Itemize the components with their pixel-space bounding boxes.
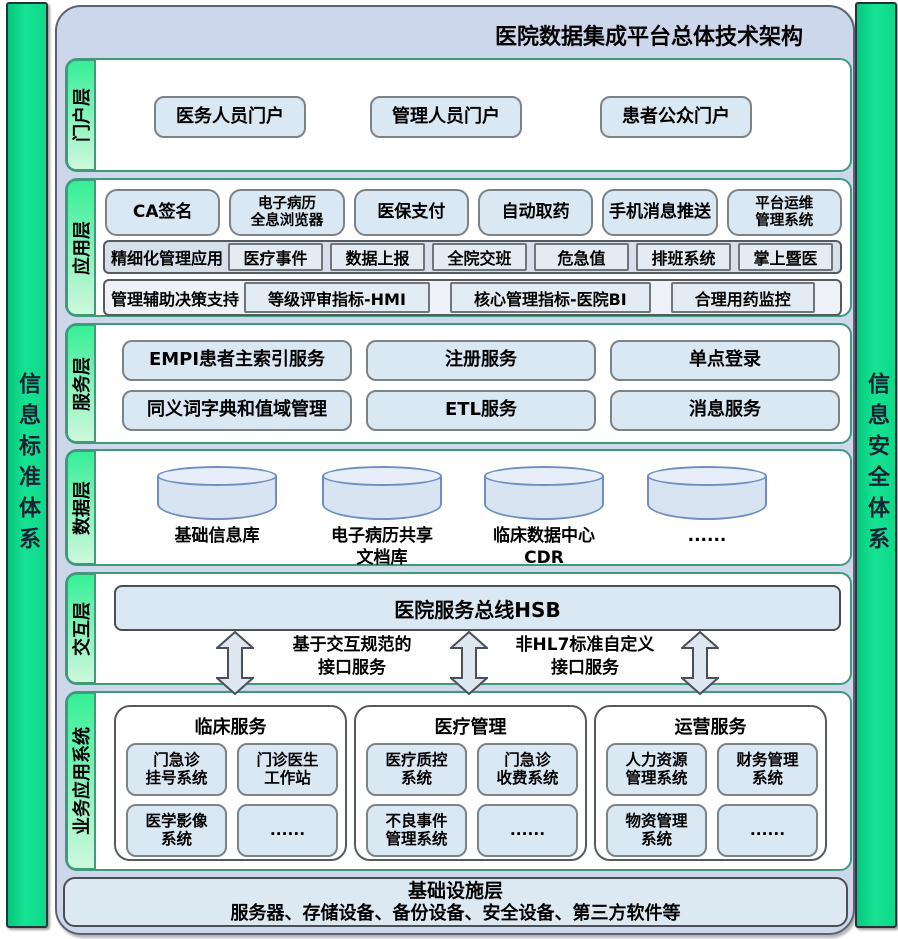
node-outpatient-emergency-billing-system: 门急诊 收费系统 <box>477 743 578 796</box>
node-medical-quality-control-system: 医疗质控 系统 <box>366 743 467 796</box>
pillar-left-label: 信息标准体系 <box>15 372 40 558</box>
node-critical-values: 危急值 <box>534 243 630 271</box>
store-emr-shared-document-db: 电子病历共享 文档库 <box>331 526 433 569</box>
node-hospital-service-bus-hsb: 医院服务总线HSB <box>114 585 841 631</box>
service-grid: EMPI患者主索引服务 注册服务 单点登录 同义词字典和值域管理 ETL服务 消… <box>122 340 840 431</box>
layer-portal: 门户层 医务人员门户 管理人员门户 患者公众门户 <box>65 58 852 172</box>
layer-service-label: 服务层 <box>72 356 93 411</box>
database-cylinder-icon <box>157 466 277 520</box>
decision-support-label: 管理辅助决策支持 <box>111 289 240 309</box>
layer-business-application-systems: 业务应用系统 临床服务 门急诊 挂号系统 门诊医生 工作站 医学影像 系统 ..… <box>65 691 852 871</box>
node-medical-insurance-payment: 医保支付 <box>353 189 469 236</box>
group-clinical-services: 临床服务 门急诊 挂号系统 门诊医生 工作站 医学影像 系统 ...... <box>114 705 347 861</box>
node-empi-patient-master-index: EMPI患者主索引服务 <box>122 340 352 381</box>
store-basic-information-db: 基础信息库 <box>174 526 260 546</box>
node-ellipsis: ...... <box>477 804 578 857</box>
node-platform-ops-management: 平台运维 管理系统 <box>726 189 842 236</box>
node-ellipsis: ...... <box>237 804 338 857</box>
diagram-title: 医院数据集成平台总体技术架构 <box>494 25 803 50</box>
refined-management-label: 精细化管理应用 <box>111 249 224 268</box>
layer-interaction-label: 交互层 <box>72 601 93 656</box>
database-cylinder-icon <box>647 466 767 520</box>
node-auto-dispensing: 自动取药 <box>477 189 594 236</box>
node-mobile-message-push: 手机消息推送 <box>602 189 718 236</box>
node-message-service: 消息服务 <box>610 390 840 431</box>
layer-business-label: 业务应用系统 <box>72 727 93 835</box>
application-row1: CA签名 电子病历 全息浏览器 医保支付 自动取药 手机消息推送 平台运维 管理… <box>105 189 842 236</box>
double-arrow-icon <box>681 631 719 695</box>
node-single-sign-on: 单点登录 <box>610 340 840 381</box>
layer-interaction: 交互层 医院服务总线HSB 基于交互规范的 接口服务 非HL7标准自定义 接口服… <box>65 572 852 695</box>
layer-application-tag: 应用层 <box>66 179 96 316</box>
pillar-information-standards: 信息标准体系 <box>6 2 48 928</box>
group-clinical-services-title: 临床服务 <box>194 717 267 738</box>
note-interaction-spec-interface-service: 基于交互规范的 接口服务 <box>292 635 412 678</box>
node-hospital-shift-handover: 全院交班 <box>432 243 528 271</box>
store-clinical-data-center-cdr: 临床数据中心 CDR <box>493 526 595 569</box>
node-outpatient-emergency-registration: 门急诊 挂号系统 <box>126 743 227 796</box>
layer-portal-label: 门户层 <box>72 88 93 142</box>
pillar-right-label: 信息安全体系 <box>864 372 889 558</box>
node-data-reporting: 数据上报 <box>330 243 426 271</box>
pillar-information-security: 信息安全体系 <box>855 2 897 928</box>
node-rational-drug-use-monitoring: 合理用药监控 <box>670 282 815 313</box>
group-medical-management-title: 医疗管理 <box>434 717 507 738</box>
node-adverse-event-management-system: 不良事件 管理系统 <box>366 804 467 857</box>
layer-interaction-tag: 交互层 <box>66 573 96 684</box>
layer-portal-tag: 门户层 <box>66 59 96 171</box>
node-palm-jiyi: 掌上暨医 <box>738 243 834 271</box>
double-arrow-icon <box>216 631 254 695</box>
layer-infrastructure: 基础设施层 服务器、存储设备、备份设备、安全设备、第三方软件等 <box>63 877 848 927</box>
node-registration-service: 注册服务 <box>366 340 596 381</box>
layer-data: 数据层 基础信息库 电子病历共享 文档库 临床数据中心 CDR ...... <box>65 449 852 569</box>
infrastructure-subtitle: 服务器、存储设备、备份设备、安全设备、第三方软件等 <box>230 902 681 924</box>
application-decision-support-strip: 管理辅助决策支持 等级评审指标-HMI 核心管理指标-医院BI 合理用药监控 <box>103 279 842 316</box>
store-ellipsis: ...... <box>687 526 727 546</box>
application-refined-management-strip: 精细化管理应用 医疗事件 数据上报 全院交班 危急值 排班系统 掌上暨医 <box>103 240 842 274</box>
node-etl-service: ETL服务 <box>366 390 596 431</box>
infrastructure-title: 基础设施层 <box>407 879 503 902</box>
node-core-management-indicators-bi: 核心管理指标-医院BI <box>449 282 651 313</box>
node-medical-events: 医疗事件 <box>228 243 324 271</box>
group-operation-services-title: 运营服务 <box>674 717 747 738</box>
node-outpatient-doctor-workstation: 门诊医生 工作站 <box>237 743 338 796</box>
node-medical-imaging-system: 医学影像 系统 <box>126 804 227 857</box>
node-scheduling-system: 排班系统 <box>636 243 732 271</box>
database-cylinder-icon <box>484 466 604 520</box>
node-admin-staff-portal: 管理人员门户 <box>370 96 522 138</box>
node-patient-public-portal: 患者公众门户 <box>600 96 752 138</box>
node-material-management-system: 物资管理 系统 <box>606 804 707 857</box>
node-human-resources-management-system: 人力资源 管理系统 <box>606 743 707 796</box>
layer-data-label: 数据层 <box>72 480 93 535</box>
node-ellipsis: ...... <box>717 804 818 857</box>
double-arrow-icon <box>450 631 488 695</box>
layer-application: 应用层 CA签名 电子病历 全息浏览器 医保支付 自动取药 手机消息推送 平台运… <box>65 178 852 317</box>
database-cylinder-icon <box>322 466 442 520</box>
layer-business-tag: 业务应用系统 <box>66 692 96 870</box>
group-operation-services: 运营服务 人力资源 管理系统 财务管理 系统 物资管理 系统 ...... <box>594 705 827 861</box>
layer-data-tag: 数据层 <box>66 450 96 565</box>
group-medical-management: 医疗管理 医疗质控 系统 门急诊 收费系统 不良事件 管理系统 ...... <box>354 705 587 861</box>
note-non-hl7-custom-interface-service: 非HL7标准自定义 接口服务 <box>515 635 655 678</box>
node-emr-holographic-browser: 电子病历 全息浏览器 <box>229 189 345 236</box>
node-medical-staff-portal: 医务人员门户 <box>154 96 306 138</box>
node-grade-review-indicators-hmi: 等级评审指标-HMI <box>244 282 430 313</box>
layer-service: 服务层 EMPI患者主索引服务 注册服务 单点登录 同义词字典和值域管理 ETL… <box>65 323 852 444</box>
layer-service-tag: 服务层 <box>66 324 96 443</box>
node-ca-signature: CA签名 <box>105 189 221 236</box>
node-financial-management-system: 财务管理 系统 <box>717 743 818 796</box>
layer-application-label: 应用层 <box>72 220 93 275</box>
node-synonym-dictionary-value-domain: 同义词字典和值域管理 <box>122 390 352 431</box>
